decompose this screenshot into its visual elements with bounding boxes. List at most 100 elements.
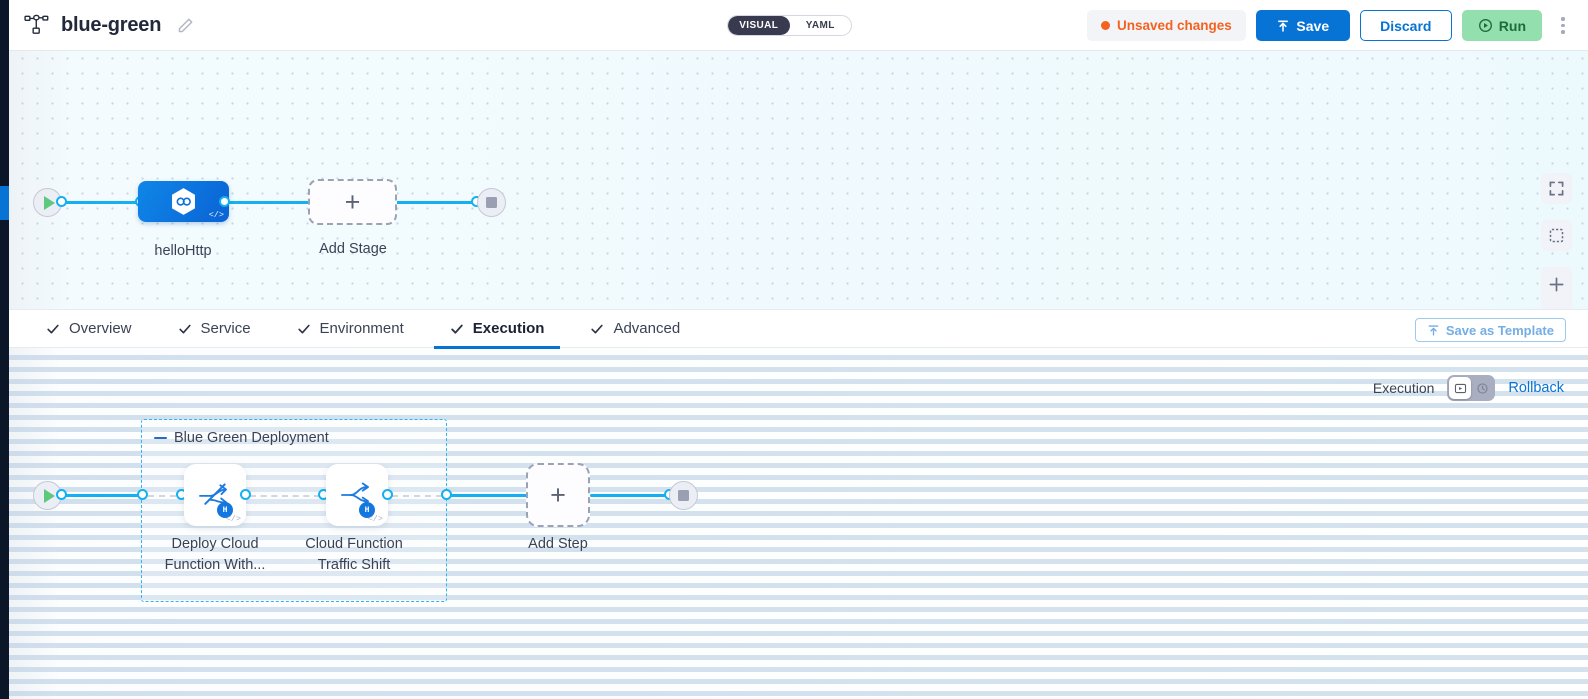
rollback-clock-icon bbox=[1477, 382, 1488, 394]
add-step-button[interactable]: + bbox=[526, 463, 590, 527]
tab-label: Overview bbox=[69, 320, 132, 337]
tab-overview[interactable]: Overview bbox=[23, 309, 155, 348]
edge-stage-to-add bbox=[224, 201, 316, 204]
group-input-port[interactable] bbox=[137, 489, 148, 500]
fullscreen-fit-icon bbox=[1549, 181, 1564, 196]
rollback-mode-option[interactable] bbox=[1471, 377, 1493, 399]
fullscreen-fit-button[interactable] bbox=[1541, 173, 1572, 204]
check-icon bbox=[178, 324, 191, 334]
exec-start-output-port[interactable] bbox=[56, 489, 67, 500]
visual-yaml-toggle[interactable]: VISUAL YAML bbox=[727, 15, 852, 36]
tab-advanced[interactable]: Advanced bbox=[567, 309, 703, 348]
check-icon bbox=[297, 324, 310, 334]
tab-label: Service bbox=[200, 320, 251, 337]
tab-service[interactable]: Service bbox=[155, 309, 274, 348]
edge-step2-to-groupend bbox=[392, 495, 442, 497]
plus-icon bbox=[1549, 277, 1564, 291]
plus-icon: + bbox=[550, 479, 566, 510]
stop-end-icon bbox=[486, 197, 497, 208]
kebab-dot-icon bbox=[1561, 23, 1565, 28]
edge-step1-to-step2 bbox=[250, 495, 320, 497]
step1-output-port[interactable] bbox=[240, 489, 251, 500]
kebab-dot-icon bbox=[1561, 30, 1565, 34]
unsaved-changes-badge: Unsaved changes bbox=[1086, 10, 1246, 41]
execution-mode-label: Execution bbox=[1372, 380, 1435, 396]
traffic-split-icon bbox=[341, 482, 369, 506]
mode-yaml-option[interactable]: YAML bbox=[805, 20, 835, 31]
tab-label: Execution bbox=[472, 320, 545, 337]
start-output-port[interactable] bbox=[56, 196, 67, 207]
play-circle-icon bbox=[1478, 19, 1492, 32]
execution-rollback-toggle[interactable] bbox=[1447, 375, 1496, 401]
execution-mode-option[interactable] bbox=[1449, 377, 1472, 399]
pipeline-nodes-icon bbox=[24, 14, 49, 34]
rollback-link[interactable]: Rollback bbox=[1508, 380, 1564, 396]
execution-flow-icon bbox=[1454, 383, 1466, 393]
zoom-controls bbox=[1541, 267, 1572, 309]
discard-button[interactable]: Discard bbox=[1359, 10, 1452, 41]
group-output-port[interactable] bbox=[441, 489, 452, 500]
edge-start-to-stage bbox=[52, 201, 144, 204]
left-nav-active-marker bbox=[0, 186, 9, 220]
edge-group-to-step1 bbox=[148, 495, 176, 497]
stage-canvas[interactable]: </> helloHttp + Add Stage bbox=[0, 51, 1588, 309]
zoom-in-button[interactable] bbox=[1541, 267, 1572, 301]
step-code-badge: </> bbox=[225, 514, 241, 524]
check-icon bbox=[591, 324, 604, 334]
step-node-traffic-shift[interactable]: H </> bbox=[326, 464, 388, 526]
tab-environment[interactable]: Environment bbox=[274, 309, 427, 348]
stage-node-hellohttp[interactable]: </> bbox=[138, 181, 229, 222]
save-as-template-button[interactable]: Save as Template bbox=[1414, 318, 1566, 342]
step2-label: Cloud Function Traffic Shift bbox=[305, 536, 403, 573]
save-as-template-label: Save as Template bbox=[1445, 322, 1554, 338]
left-nav-rail bbox=[0, 0, 9, 699]
plus-icon: + bbox=[344, 186, 361, 217]
execution-mode-bar: Execution Rollback bbox=[1373, 375, 1564, 401]
discard-button-label: Discard bbox=[1380, 17, 1432, 34]
tab-execution[interactable]: Execution bbox=[427, 309, 568, 349]
stop-end-icon bbox=[678, 490, 689, 501]
tab-label: Advanced bbox=[613, 320, 681, 337]
kebab-dot-icon bbox=[1561, 17, 1565, 21]
add-stage-button[interactable]: + bbox=[308, 179, 397, 225]
execution-canvas[interactable]: Blue Green Deployment H </> Deploy Cloud… bbox=[0, 348, 1588, 699]
step-node-deploy-cloud-function[interactable]: H </> bbox=[184, 464, 246, 526]
unsaved-changes-label: Unsaved changes bbox=[1116, 18, 1232, 33]
config-tabbar: Overview Service Environment Execution bbox=[0, 309, 1588, 349]
check-icon bbox=[451, 324, 463, 334]
run-button[interactable]: Run bbox=[1461, 10, 1542, 41]
zoom-out-button[interactable] bbox=[1541, 301, 1572, 309]
save-button[interactable]: Save bbox=[1255, 10, 1350, 41]
check-icon bbox=[47, 324, 59, 334]
canvas-controls bbox=[1541, 173, 1572, 309]
edge-group-to-addstep bbox=[450, 494, 530, 497]
edge-addstep-to-end bbox=[590, 494, 674, 497]
stage-output-port[interactable] bbox=[219, 196, 230, 207]
graph-end-node[interactable] bbox=[477, 188, 506, 217]
template-upload-icon bbox=[1428, 324, 1439, 336]
stage-code-badge: </> bbox=[208, 210, 224, 220]
step-kind-badge: H bbox=[217, 502, 233, 518]
hexagon-link-icon bbox=[172, 187, 195, 215]
edge-start-to-group bbox=[52, 494, 142, 497]
play-start-icon bbox=[44, 488, 55, 503]
header-actions: Unsaved changes Save Discard Run bbox=[1086, 0, 1574, 51]
stage-group-label: Blue Green Deployment bbox=[174, 430, 329, 446]
exec-end-node[interactable] bbox=[669, 481, 698, 510]
kebab-menu-button[interactable] bbox=[1552, 10, 1574, 41]
stage-group-header: Blue Green Deployment bbox=[154, 430, 329, 446]
mode-visual-option[interactable]: VISUAL bbox=[728, 16, 790, 35]
unsaved-dot-icon bbox=[1100, 21, 1110, 30]
dash-marker-icon bbox=[154, 436, 167, 440]
marquee-select-icon bbox=[1549, 228, 1564, 243]
add-stage-label: Add Stage bbox=[319, 241, 387, 257]
marquee-select-button[interactable] bbox=[1541, 220, 1572, 251]
upload-arrow-icon bbox=[1278, 19, 1289, 32]
step-kind-badge: H bbox=[359, 502, 375, 518]
pencil-icon[interactable] bbox=[177, 17, 194, 34]
run-button-label: Run bbox=[1498, 17, 1526, 34]
app-header: blue-green VISUAL YAML Unsaved changes S… bbox=[0, 0, 1588, 51]
step2-output-port[interactable] bbox=[382, 489, 393, 500]
stage-node-label: helloHttp bbox=[154, 243, 212, 259]
